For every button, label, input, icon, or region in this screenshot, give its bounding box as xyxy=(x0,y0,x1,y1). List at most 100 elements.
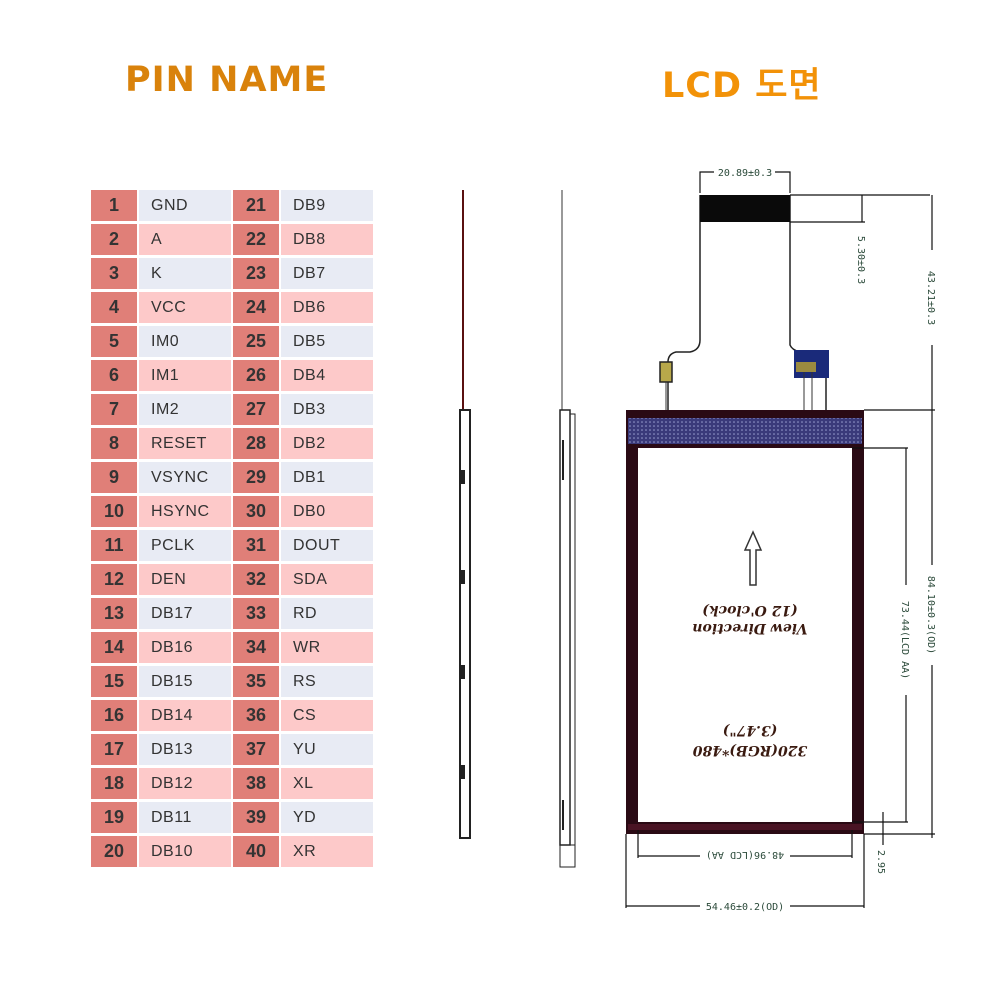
resolution-label-group: 320(RGB)*480 (3.47") xyxy=(693,722,808,758)
pin-name: IM0 xyxy=(139,326,231,357)
pin-name: DEN xyxy=(139,564,231,595)
pin-number: 4 xyxy=(91,292,137,323)
panel-bottom-strip xyxy=(628,824,862,830)
pin-number: 2 xyxy=(91,224,137,255)
active-area xyxy=(638,448,852,822)
pin-name: WR xyxy=(281,632,373,663)
side-tab xyxy=(562,440,564,480)
pin-name: DB13 xyxy=(139,734,231,765)
pin-name: DB1 xyxy=(281,462,373,493)
pin-name: IM2 xyxy=(139,394,231,425)
pin-name: VCC xyxy=(139,292,231,323)
pin-number: 9 xyxy=(91,462,137,493)
size-label: (3.47") xyxy=(723,722,778,738)
side-tab xyxy=(461,570,465,584)
pin-number: 5 xyxy=(91,326,137,357)
pin-number: 23 xyxy=(233,258,279,289)
side-tab xyxy=(461,470,465,484)
pin-name: GND xyxy=(139,190,231,221)
fpc-chip-pad xyxy=(796,362,816,372)
pin-number: 30 xyxy=(233,496,279,527)
pin-name: DB0 xyxy=(281,496,373,527)
side-bottom-block xyxy=(559,844,576,868)
pin-name: DB3 xyxy=(281,394,373,425)
dim-outline-width: 54.46±0.2(OD) xyxy=(706,902,784,913)
pin-name: DB7 xyxy=(281,258,373,289)
pin-number: 25 xyxy=(233,326,279,357)
resolution-label: 320(RGB)*480 xyxy=(693,742,808,758)
pin-name: DB2 xyxy=(281,428,373,459)
pin-number: 13 xyxy=(91,598,137,629)
pin-number: 33 xyxy=(233,598,279,629)
dim-outline-height: 84.10±0.3(OD) xyxy=(925,576,936,654)
pin-number: 21 xyxy=(233,190,279,221)
pin-number: 8 xyxy=(91,428,137,459)
pin-name: RS xyxy=(281,666,373,697)
pin-number: 19 xyxy=(91,802,137,833)
dim-fpc-width: 20.89±0.3 xyxy=(718,168,772,179)
panel-top-dots xyxy=(628,418,862,444)
pin-name: DB15 xyxy=(139,666,231,697)
pin-number: 22 xyxy=(233,224,279,255)
pin-number: 28 xyxy=(233,428,279,459)
fpc-outline-right xyxy=(789,195,827,412)
fpc-stiffener xyxy=(700,195,790,222)
pin-number: 38 xyxy=(233,768,279,799)
pin-name-heading: PIN NAME xyxy=(125,60,329,100)
pin-name: RD xyxy=(281,598,373,629)
fpc-outline-left xyxy=(667,195,701,412)
dim-stiffener-height: 5.30±0.3 xyxy=(855,236,866,284)
dimension-lines xyxy=(625,171,935,908)
dim-active-area-height: 73.44(LCD AA) xyxy=(899,601,910,679)
pin-name: A xyxy=(139,224,231,255)
pin-number: 37 xyxy=(233,734,279,765)
pin-name: DOUT xyxy=(281,530,373,561)
pin-name: IM1 xyxy=(139,360,231,391)
pin-number: 34 xyxy=(233,632,279,663)
pin-name: CS xyxy=(281,700,373,731)
pin-name: RESET xyxy=(139,428,231,459)
pin-name: SDA xyxy=(281,564,373,595)
pin-name: DB8 xyxy=(281,224,373,255)
pin-name: DB17 xyxy=(139,598,231,629)
side-tab xyxy=(461,665,465,679)
view-direction-label: View Direction xyxy=(692,620,807,636)
pin-number: 31 xyxy=(233,530,279,561)
pin-number: 20 xyxy=(91,836,137,867)
dim-bottom-margin: 2.95 xyxy=(875,850,886,874)
pin-number: 15 xyxy=(91,666,137,697)
pin-number: 16 xyxy=(91,700,137,731)
pin-number: 35 xyxy=(233,666,279,697)
pin-number: 6 xyxy=(91,360,137,391)
pin-name: YU xyxy=(281,734,373,765)
pin-number: 3 xyxy=(91,258,137,289)
pin-number: 40 xyxy=(233,836,279,867)
dim-active-area-width: 48.96(LCD AA) xyxy=(706,849,784,860)
pin-name: K xyxy=(139,258,231,289)
pin-number: 26 xyxy=(233,360,279,391)
pin-number: 36 xyxy=(233,700,279,731)
pin-number: 29 xyxy=(233,462,279,493)
lcd-drawing-heading: LCD 도면 xyxy=(662,66,822,106)
pin-number: 7 xyxy=(91,394,137,425)
pin-name: XR xyxy=(281,836,373,867)
view-direction-label-group: View Direction (12 O'clock) xyxy=(692,602,807,636)
pin-name: PCLK xyxy=(139,530,231,561)
pin-name: VSYNC xyxy=(139,462,231,493)
pin-number: 32 xyxy=(233,564,279,595)
